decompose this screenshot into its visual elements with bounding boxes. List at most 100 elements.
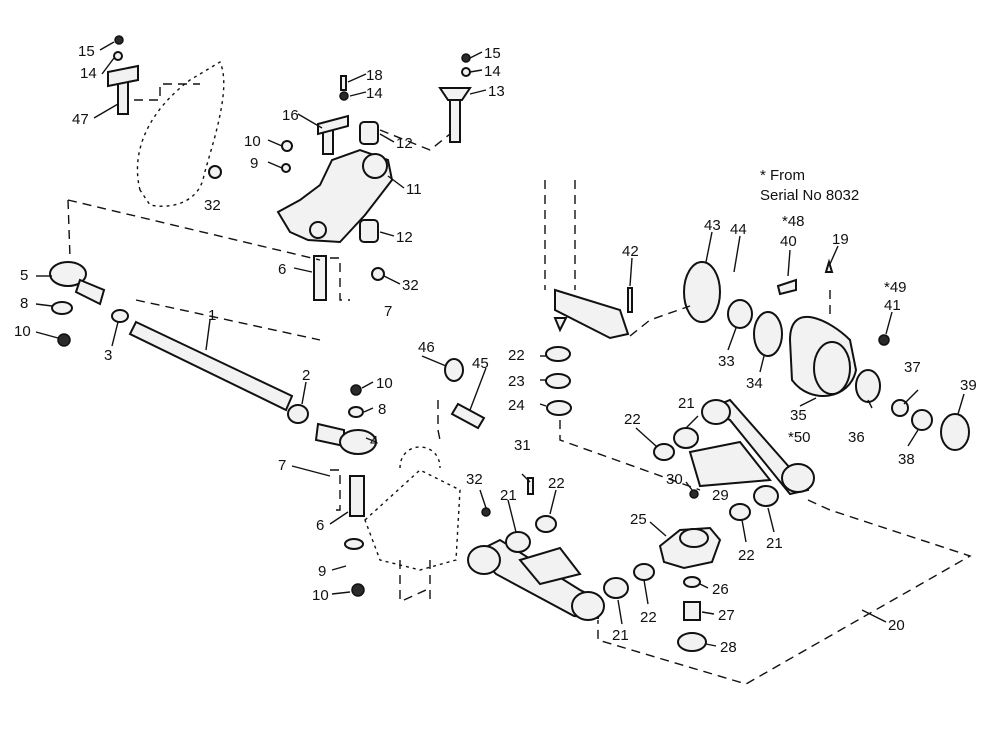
callout-13: 13 [488, 83, 505, 100]
callout-35: 35 [790, 407, 807, 424]
bolt-31 [527, 477, 534, 495]
leader-10a [267, 139, 283, 147]
pivot-pin-47 [117, 79, 129, 115]
leader-47 [134, 83, 200, 101]
callout-48: *48 [782, 213, 805, 230]
leader-45 [437, 400, 441, 441]
callout-18: 18 [366, 67, 383, 84]
callout-4: 4 [370, 433, 378, 450]
stud-6a [313, 255, 327, 301]
leader-40 [787, 249, 791, 277]
tie-rod-assembly [49, 199, 377, 597]
leader-10d [331, 591, 351, 595]
bolt-18 [340, 75, 347, 91]
wishbone-boundary-20 [597, 499, 972, 685]
washer-8a [51, 301, 73, 315]
nipple-29 [689, 489, 699, 499]
leader-20 [861, 609, 887, 623]
callout-16: 16 [282, 107, 299, 124]
seal-22b [545, 346, 571, 362]
leader-22a [549, 489, 557, 515]
leader-21a [507, 499, 517, 533]
washer-26 [683, 576, 701, 588]
bracket-leg [399, 560, 431, 601]
rod-end-5-neck [74, 278, 106, 306]
leader-7bl [291, 465, 331, 477]
leader-35 [799, 397, 817, 407]
leader-3 [111, 321, 119, 347]
leader-44 [733, 235, 741, 273]
leader-6a [293, 267, 313, 273]
nut-15a [114, 35, 124, 45]
leader-14c [469, 69, 483, 73]
callout-15: 15 [78, 43, 95, 60]
leader-11 [387, 175, 405, 189]
nut-10c [350, 384, 362, 396]
callout-46: 46 [418, 339, 435, 356]
callout-45: 45 [472, 355, 489, 372]
callout-labels: 15 14 47 32 18 14 16 10 9 12 11 12 6 32 … [14, 43, 977, 656]
callout-22: 22 [508, 347, 525, 364]
bracket-outline [136, 60, 225, 207]
leader-26 [699, 583, 709, 589]
pin-45-assembly [437, 358, 486, 441]
leader-33 [727, 327, 737, 351]
leader-8a [35, 303, 53, 307]
lower-arm-bush-rear [571, 591, 605, 621]
nut-32a [208, 165, 222, 179]
upper-arm-bush-front [701, 399, 731, 425]
callout-12: 12 [396, 135, 413, 152]
callout-28: 28 [720, 639, 737, 656]
callout-34: 34 [746, 375, 763, 392]
grease-nipple [553, 317, 568, 333]
callout-1: 1 [208, 307, 216, 324]
callout-42: 42 [622, 243, 639, 260]
leader-21b [685, 415, 699, 429]
hub-assembly [629, 258, 970, 451]
leader-30 [685, 481, 693, 491]
leader-18 [347, 73, 367, 83]
spindle-assembly [544, 180, 701, 491]
callout-21: 21 [500, 487, 517, 504]
leader-24l [539, 403, 547, 407]
bolt-13-assembly [438, 53, 472, 143]
leader-9a [267, 161, 283, 169]
locknut-2 [287, 404, 309, 424]
leader-lines [35, 41, 965, 647]
callout-21: 21 [766, 535, 783, 552]
nut-10b [57, 333, 71, 347]
bearing-34 [753, 311, 783, 357]
leader-16 [297, 113, 323, 129]
nut-10d [351, 583, 365, 597]
callout-23: 23 [508, 373, 525, 390]
callout-21: 21 [678, 395, 695, 412]
leader-13 [379, 129, 456, 151]
callout-21: 21 [612, 627, 629, 644]
callout-8: 8 [20, 295, 28, 312]
bearing-24 [546, 400, 572, 416]
dust-shield-43 [683, 261, 721, 323]
tie-rod-1 [128, 320, 294, 412]
callout-24: 24 [508, 397, 525, 414]
callout-12: 12 [396, 229, 413, 246]
leader-42 [629, 305, 691, 337]
callout-8: 8 [378, 401, 386, 418]
washer-9a [281, 163, 291, 173]
nut-32b [371, 267, 385, 281]
callout-32: 32 [204, 197, 221, 214]
bolt-13-shank [449, 99, 461, 143]
pin-42 [627, 287, 633, 313]
leader-22c [635, 427, 657, 447]
leader-14b [349, 91, 367, 97]
upper-arm-plate [688, 440, 772, 488]
bearing-36 [855, 369, 881, 403]
leader-45l [469, 367, 487, 411]
pin-plate [107, 64, 139, 88]
callout-10: 10 [244, 133, 261, 150]
seal-33 [727, 299, 753, 329]
leader-32b [383, 275, 401, 285]
stud-6b [349, 475, 365, 517]
leader-21d [617, 599, 623, 625]
washer-23 [545, 373, 571, 389]
